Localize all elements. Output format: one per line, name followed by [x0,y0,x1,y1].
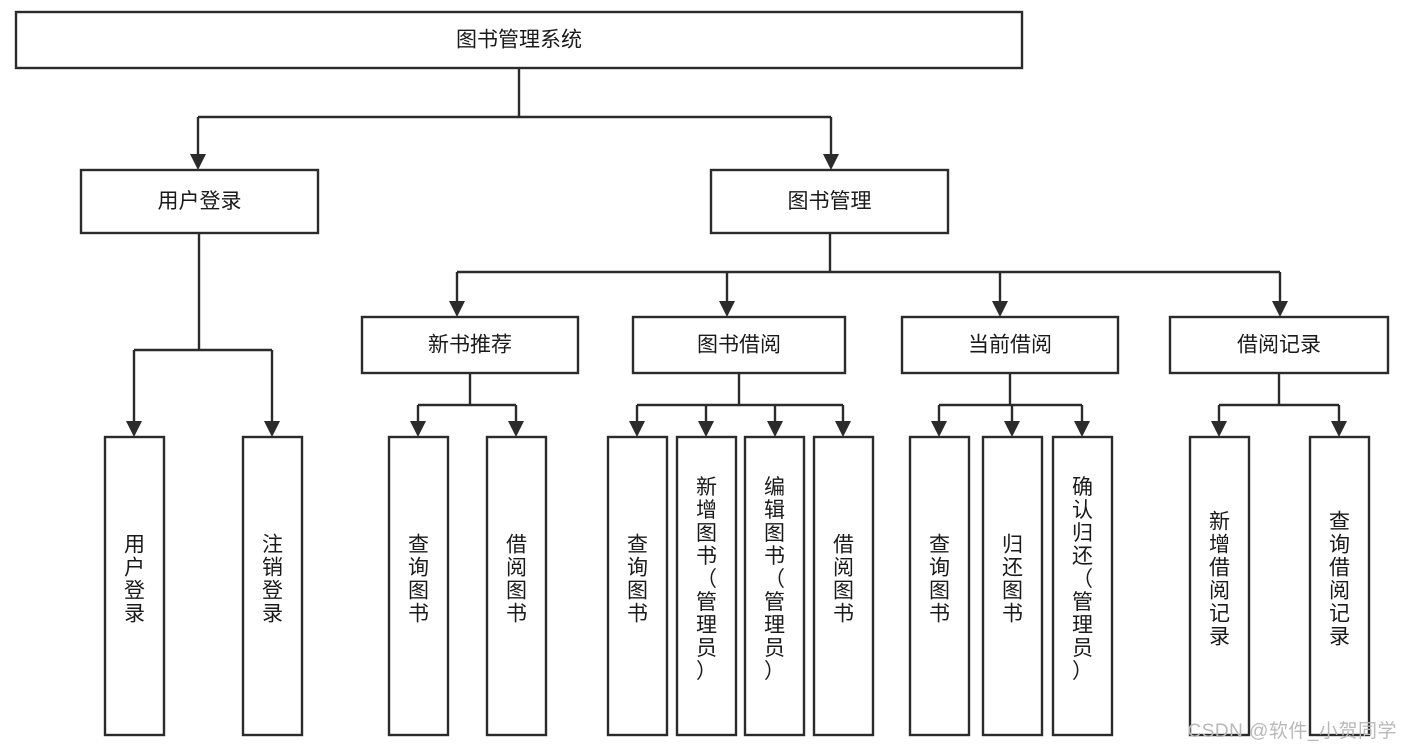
book-borrow-leaf-branch-1-arrowhead [698,421,714,437]
node-book-manage-label: 图书管理 [788,190,872,213]
node-leaf-borrow-book-1-label: 借阅图书 [506,534,527,626]
node-leaf-borrow-book-1[interactable]: 借阅图书 [485,435,548,737]
user-login-leaf-branch-1-arrowhead [264,421,280,437]
node-leaf-query-record[interactable]: 查询借阅记录 [1308,435,1371,737]
node-new-book-recommend-box[interactable] [360,315,580,375]
node-leaf-user-logout-box[interactable] [241,435,304,737]
node-leaf-add-book-label: 新增图书（管理员） [696,476,717,683]
node-root[interactable]: 图书管理系统 [14,10,1024,70]
book-manage-branch-0-arrowhead [449,301,465,317]
node-leaf-borrow-book-1-box[interactable] [485,435,548,737]
node-user-login-label: 用户登录 [158,190,242,213]
node-leaf-return-book-label: 归还图书 [1002,534,1023,626]
node-user-login[interactable]: 用户登录 [79,168,320,235]
connector-layer [126,68,1347,437]
root-branch-0-arrowhead [190,154,206,170]
book-borrow-leaf-branch-3-arrowhead [835,421,851,437]
node-root-label: 图书管理系统 [456,29,582,52]
book-manage-branch-2-arrowhead [992,301,1008,317]
node-leaf-user-login-box[interactable] [103,435,166,737]
node-user-login-box[interactable] [79,168,320,235]
node-leaf-query-book-1[interactable]: 查询图书 [387,435,450,737]
node-leaf-return-book[interactable]: 归还图书 [981,435,1044,737]
node-leaf-query-book-2[interactable]: 查询图书 [606,435,669,737]
node-leaf-borrow-book-2[interactable]: 借阅图书 [812,435,875,737]
node-leaf-confirm-return-label: 确认归还（管理员） [1072,476,1093,683]
node-leaf-query-book-1-label: 查询图书 [408,534,429,626]
node-leaf-add-record-box[interactable] [1188,435,1251,737]
node-leaf-user-login[interactable]: 用户登录 [103,435,166,737]
node-new-book-recommend[interactable]: 新书推荐 [360,315,580,375]
node-leaf-borrow-book-2-label: 借阅图书 [833,534,854,626]
node-leaf-confirm-return[interactable]: 确认归还（管理员） [1051,435,1114,737]
node-leaf-add-record[interactable]: 新增借阅记录 [1188,435,1251,737]
node-leaf-user-login-label: 用户登录 [124,534,145,626]
node-new-book-recommend-label: 新书推荐 [428,334,512,357]
node-leaf-edit-book-box[interactable] [743,435,806,737]
node-book-manage-box[interactable] [709,168,950,235]
node-borrow-record[interactable]: 借阅记录 [1168,315,1390,375]
book-manage-branch-1-arrowhead [719,301,735,317]
book-borrow-leaf-branch-2-arrowhead [767,421,783,437]
borrow-record-leaf-branch-1-arrowhead [1331,421,1347,437]
node-leaf-query-book-3-box[interactable] [908,435,971,737]
node-leaf-add-record-label: 新增借阅记录 [1209,511,1230,649]
new-book-recommend-leaf-branch-1-arrowhead [508,421,524,437]
book-manage-branch-3-arrowhead [1272,301,1288,317]
node-current-borrow-box[interactable] [900,315,1120,375]
node-leaf-return-book-box[interactable] [981,435,1044,737]
root-branch-1-arrowhead [823,154,839,170]
new-book-recommend-leaf-branch-0-arrowhead [410,421,426,437]
node-book-borrow[interactable]: 图书借阅 [631,315,847,375]
node-leaf-add-book-box[interactable] [675,435,738,737]
node-leaf-add-book[interactable]: 新增图书（管理员） [675,435,738,737]
node-borrow-record-label: 借阅记录 [1237,334,1321,357]
node-leaf-edit-book-label: 编辑图书（管理员） [764,476,785,683]
node-leaf-user-logout[interactable]: 注销登录 [241,435,304,737]
node-root-box[interactable] [14,10,1024,70]
node-book-borrow-label: 图书借阅 [697,334,781,357]
node-leaf-confirm-return-box[interactable] [1051,435,1114,737]
current-borrow-leaf-branch-0-arrowhead [931,421,947,437]
node-layer: 图书管理系统用户登录图书管理新书推荐图书借阅当前借阅借阅记录用户登录注销登录查询… [14,10,1390,737]
current-borrow-leaf-branch-1-arrowhead [1004,421,1020,437]
book-borrow-leaf-branch-0-arrowhead [629,421,645,437]
borrow-record-leaf-branch-0-arrowhead [1211,421,1227,437]
node-leaf-query-book-1-box[interactable] [387,435,450,737]
user-login-leaf-branch-0-arrowhead [126,421,142,437]
node-leaf-query-book-2-box[interactable] [606,435,669,737]
current-borrow-leaf-branch-2-arrowhead [1074,421,1090,437]
node-book-borrow-box[interactable] [631,315,847,375]
node-leaf-query-record-box[interactable] [1308,435,1371,737]
node-leaf-user-logout-label: 注销登录 [262,534,283,626]
node-borrow-record-box[interactable] [1168,315,1390,375]
node-leaf-query-record-label: 查询借阅记录 [1329,511,1350,649]
node-current-borrow[interactable]: 当前借阅 [900,315,1120,375]
node-leaf-query-book-3-label: 查询图书 [929,534,950,626]
node-current-borrow-label: 当前借阅 [968,334,1052,357]
node-leaf-query-book-2-label: 查询图书 [627,534,648,626]
node-leaf-borrow-book-2-box[interactable] [812,435,875,737]
node-leaf-edit-book[interactable]: 编辑图书（管理员） [743,435,806,737]
node-leaf-query-book-3[interactable]: 查询图书 [908,435,971,737]
node-book-manage[interactable]: 图书管理 [709,168,950,235]
